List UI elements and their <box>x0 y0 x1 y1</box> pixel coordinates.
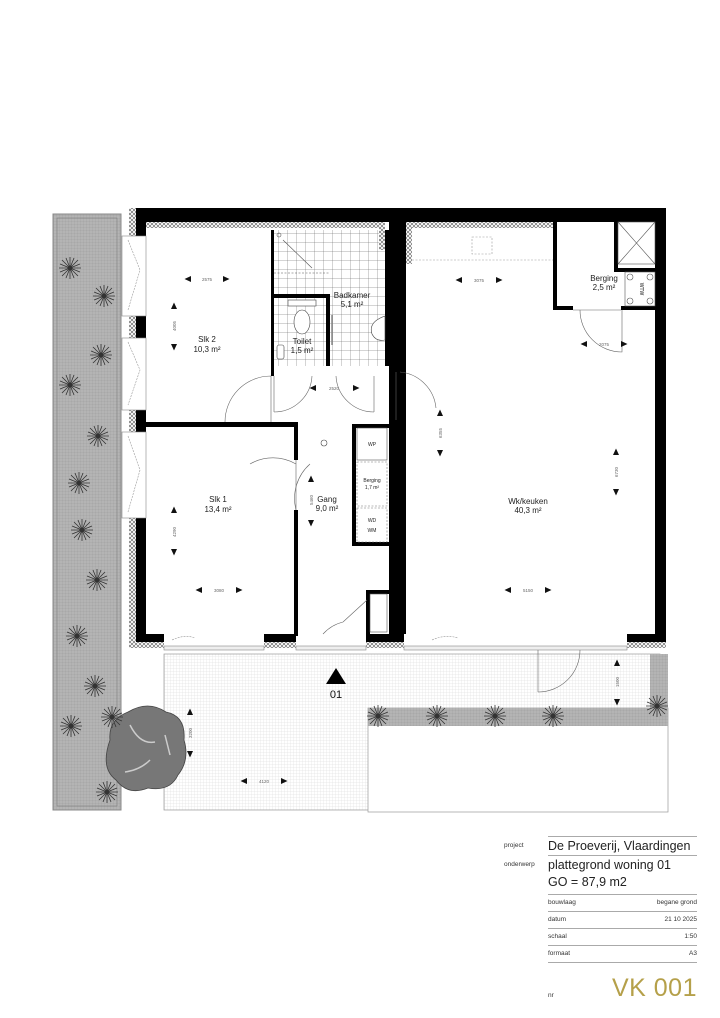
ceiling-hatch <box>471 236 493 255</box>
dimension-markers: 2575 4005 2520 5460 4290 3080 3075 2075 … <box>171 276 628 784</box>
subject-row: onderwerp plattegrond woning 01 GO = 87,… <box>500 855 697 894</box>
room-area-slk1: 13,4 m² <box>204 505 231 514</box>
room-area-badkamer: 5,1 m² <box>341 300 364 309</box>
drawing-number-row: nr VK 001 <box>548 962 697 1003</box>
dim-gang-depth: 5460 <box>309 494 314 505</box>
room-name-gang: Gang <box>317 495 337 504</box>
wp-label: WP <box>368 442 377 448</box>
windows-left <box>121 235 147 519</box>
project-key: project <box>504 842 524 849</box>
berging-small-area: 1,7 m² <box>365 485 380 491</box>
room-name-slk2: Slk 2 <box>198 335 216 344</box>
entrance-number: 01 <box>330 689 342 701</box>
wtw-label: WTW <box>638 283 644 296</box>
room-area-slk2: 10,3 m² <box>193 345 220 354</box>
meta-row-schaal: schaal 1:50 <box>548 928 697 945</box>
meta-row-formaat: formaat A3 <box>548 945 697 962</box>
gang-closets <box>356 427 388 633</box>
meta-value: begane grond <box>656 899 697 906</box>
meta-value: A3 <box>689 950 697 957</box>
doors <box>224 309 623 693</box>
room-area-toilet: 1,5 m² <box>291 346 314 355</box>
tree-icon <box>105 705 187 792</box>
subject-line2: GO = 87,9 m2 <box>548 875 627 889</box>
meta-key: datum <box>548 916 567 923</box>
meta-row-bouwlaag: bouwlaag begane grond <box>548 894 697 911</box>
entrance-triangle-icon <box>326 668 346 684</box>
shaft <box>617 221 656 307</box>
wd-label: WD <box>368 518 377 524</box>
dim-wk-bottom: 5150 <box>523 588 534 593</box>
dim-slk2-width: 2575 <box>202 277 213 282</box>
dim-terrace-depth: 3200 <box>188 727 193 738</box>
dim-wk-right: 6730 <box>614 466 619 477</box>
room-area-wkkeuken: 40,3 m² <box>514 506 541 515</box>
room-name-slk1: Slk 1 <box>209 495 227 504</box>
meta-key: formaat <box>548 950 571 957</box>
dim-wk-top: 3075 <box>474 278 485 283</box>
room-name-toilet: Toilet <box>293 337 312 346</box>
project-value: De Proeverij, Vlaardingen <box>548 839 691 853</box>
nr-key: nr <box>548 992 554 999</box>
dim-gang-width: 2520 <box>329 386 340 391</box>
subject-key: onderwerp <box>504 861 535 868</box>
dim-berging-width: 2075 <box>599 342 610 347</box>
windows-bottom <box>163 636 628 651</box>
left-planting-strip <box>52 213 122 811</box>
floor-plan: WTW WP Berging 1,7 m² WD WM Slk 2 10,3 m… <box>52 208 669 813</box>
meta-key: bouwlaag <box>548 899 576 906</box>
room-name-badkamer: Badkamer <box>334 291 371 300</box>
dim-balcony-depth: 1500 <box>615 676 620 687</box>
insulation <box>129 208 666 648</box>
toilet-icon <box>276 299 317 360</box>
meta-value: 1:50 <box>684 933 697 940</box>
room-area-gang: 9,0 m² <box>316 504 339 513</box>
meta-row-datum: datum 21 10 2025 <box>548 911 697 928</box>
dim-terrace-width: 4120 <box>259 779 270 784</box>
room-name-berging: Berging <box>590 274 618 283</box>
berging-small-name: Berging <box>363 478 380 484</box>
dim-slk1-width: 3080 <box>214 588 225 593</box>
smoke-detector-icon <box>320 439 328 447</box>
dim-wk-left: 6355 <box>438 427 443 438</box>
meta-value: 21 10 2025 <box>664 916 697 923</box>
entrance-marker: 01 <box>326 668 346 701</box>
wm-label: WM <box>368 528 377 534</box>
room-name-wkkeuken: Wk/keuken <box>508 497 548 506</box>
subject-line1: plattegrond woning 01 <box>548 858 672 872</box>
sink-icon <box>331 315 386 345</box>
dim-slk1-depth: 4290 <box>172 526 177 537</box>
terrace <box>163 653 669 813</box>
walls <box>136 208 666 648</box>
title-block: project De Proeverij, Vlaardingen onderw… <box>500 836 697 1003</box>
room-area-berging: 2,5 m² <box>593 283 616 292</box>
drawing-number: VK 001 <box>611 974 697 1002</box>
shower <box>274 232 330 274</box>
project-row: project De Proeverij, Vlaardingen <box>500 836 697 855</box>
meta-key: schaal <box>548 933 567 940</box>
dim-slk2-depth: 4005 <box>172 320 177 331</box>
